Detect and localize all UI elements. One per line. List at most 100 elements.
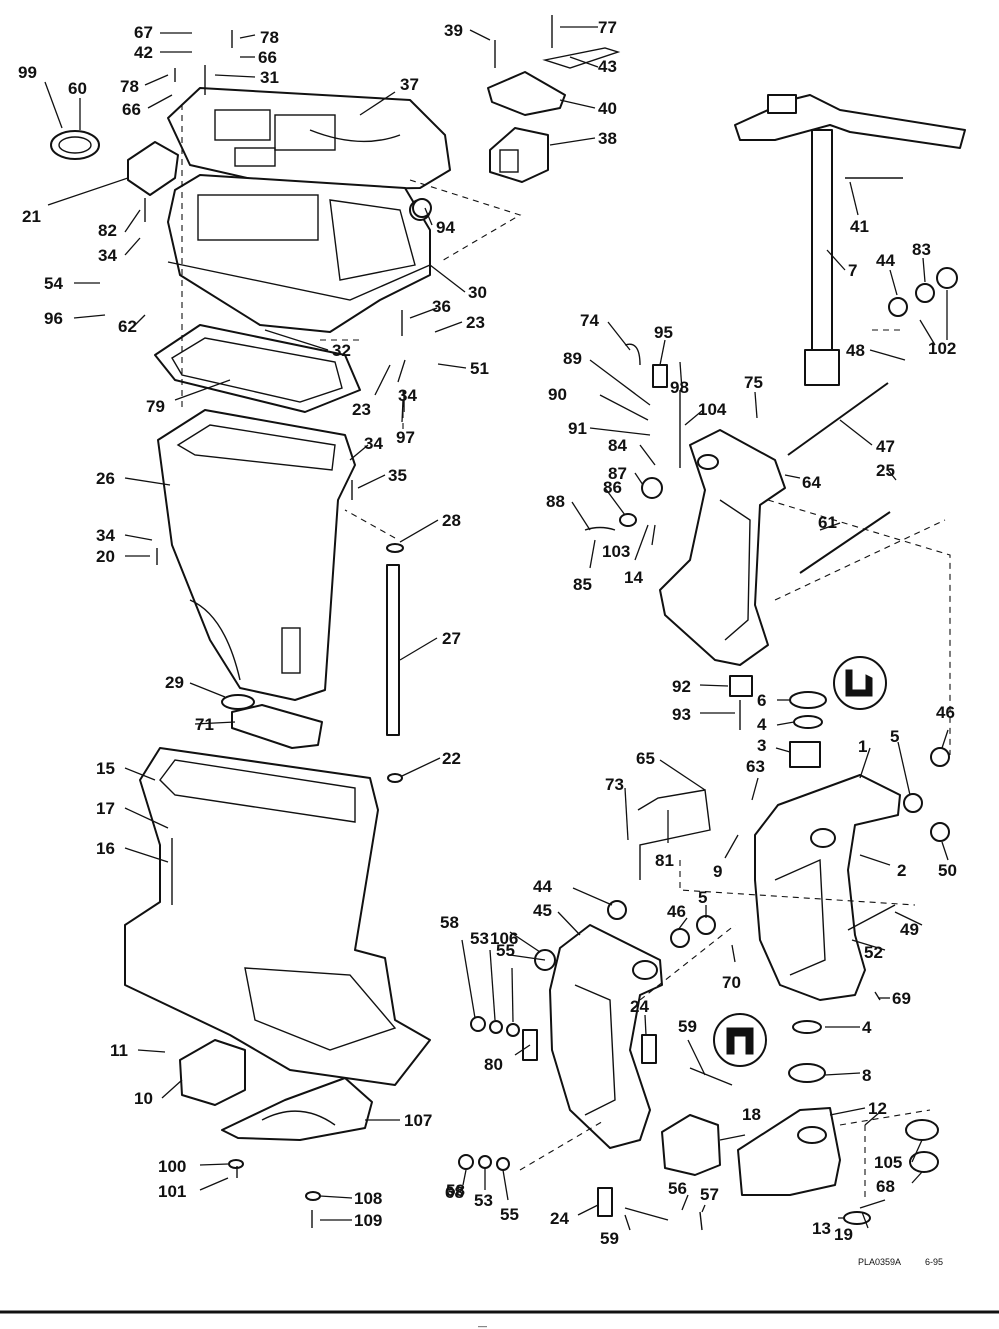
- callout-label: 22: [442, 749, 461, 768]
- plate-107: [221, 1077, 373, 1141]
- stern-bracket-1: [754, 774, 901, 1001]
- adapter-gasket-37: [167, 87, 451, 191]
- callout-label: 65: [636, 749, 655, 768]
- callout-label: 59: [678, 1017, 697, 1036]
- callout-label: 96: [44, 309, 63, 328]
- small-hardware: [228, 198, 958, 1225]
- callout-label: 87: [608, 464, 627, 483]
- callout-label: 55: [496, 941, 515, 960]
- callout-label: 19: [834, 1225, 853, 1244]
- callout-label: 4: [862, 1018, 872, 1037]
- callout-label: 73: [605, 775, 624, 794]
- swivel-bracket-64: [659, 429, 786, 666]
- callout-label: 8: [862, 1066, 871, 1085]
- callout-label: 20: [96, 547, 115, 566]
- callout-label: 68: [876, 1177, 895, 1196]
- callout-label: 21: [22, 207, 41, 226]
- callout-label: 92: [672, 677, 691, 696]
- callout-label: 1: [858, 737, 867, 756]
- callout-label: 27: [442, 629, 461, 648]
- callout-label: 104: [698, 400, 727, 419]
- callout-label: 50: [938, 861, 957, 880]
- callout-label: 109: [354, 1211, 382, 1230]
- callout-label: 68: [445, 1183, 464, 1202]
- callout-label: 45: [533, 901, 552, 920]
- callout-label: 58: [440, 913, 459, 932]
- callout-label: 3: [757, 736, 766, 755]
- callout-label: 14: [624, 568, 643, 587]
- callout-label: 71: [195, 715, 214, 734]
- callout-label: 66: [122, 100, 141, 119]
- callout-label: 60: [68, 79, 87, 98]
- date-code: 6-95: [925, 1257, 943, 1267]
- callout-label: 89: [563, 349, 582, 368]
- callout-label: 98: [670, 378, 689, 397]
- callout-label: 39: [444, 21, 463, 40]
- callout-label: 4: [757, 715, 767, 734]
- callout-label: 42: [134, 43, 153, 62]
- callout-label: 35: [388, 466, 407, 485]
- callout-label: 31: [260, 68, 279, 87]
- callout-label: 34: [98, 246, 117, 265]
- callout-label: 55: [500, 1205, 519, 1224]
- callout-label: 9: [713, 862, 722, 881]
- bolts: [144, 15, 903, 1231]
- callout-label: 52: [864, 943, 883, 962]
- callout-label: 53: [470, 929, 489, 948]
- bolt-61: [799, 511, 891, 574]
- callout-label: 67: [134, 23, 153, 42]
- callout-label: 75: [744, 373, 763, 392]
- callout-label: 30: [468, 283, 487, 302]
- callout-label: 6: [757, 691, 766, 710]
- callout-label: 78: [120, 77, 139, 96]
- callout-label: 74: [580, 311, 599, 330]
- callout-label: 23: [466, 313, 485, 332]
- callout-label: 84: [608, 436, 627, 455]
- callout-label: 105: [874, 1153, 902, 1172]
- callout-label: 46: [667, 902, 686, 921]
- callout-label: 29: [165, 673, 184, 692]
- gasket-79: [154, 324, 361, 413]
- callout-label: 10: [134, 1089, 153, 1108]
- water-tube-27: [386, 543, 404, 783]
- callout-label: 48: [846, 341, 865, 360]
- callout-label: 80: [484, 1055, 503, 1074]
- module-38: [489, 127, 549, 183]
- callout-label: 5: [890, 727, 899, 746]
- callout-label: 23: [352, 400, 371, 419]
- callout-label: 62: [118, 317, 137, 336]
- callout-label: 47: [876, 437, 895, 456]
- callout-label: 78: [260, 28, 279, 47]
- callout-label: 13: [812, 1219, 831, 1238]
- callout-label: 86: [603, 478, 622, 497]
- callout-label: 59: [600, 1229, 619, 1248]
- callout-label: 85: [573, 575, 592, 594]
- callout-label: 43: [598, 57, 617, 76]
- callout-label: 18: [742, 1105, 761, 1124]
- callout-label: 53: [474, 1191, 493, 1210]
- callout-label: 88: [546, 492, 565, 511]
- callout-label: 15: [96, 759, 115, 778]
- callout-label: 16: [96, 839, 115, 858]
- page-number-fragment: —: [478, 1321, 487, 1329]
- callout-label: 101: [158, 1182, 186, 1201]
- seal-21: [127, 141, 179, 196]
- callout-label: 40: [598, 99, 617, 118]
- callout-label: 38: [598, 129, 617, 148]
- callout-label: 49: [900, 920, 919, 939]
- bracket-40: [487, 71, 566, 116]
- callout-label: 57: [700, 1185, 719, 1204]
- callout-label: 37: [400, 75, 419, 94]
- callout-label: 100: [158, 1157, 186, 1176]
- stern-bracket-45: [549, 924, 663, 1149]
- midsection-15: [124, 747, 431, 1086]
- exhaust-adapter-30: [167, 174, 431, 333]
- steering-arm-7: [734, 94, 966, 386]
- callout-label: 82: [98, 221, 117, 240]
- gasket-60: [50, 130, 100, 160]
- callout-label: 44: [533, 877, 552, 896]
- callout-label: 61: [818, 513, 837, 532]
- callout-label: 95: [654, 323, 673, 342]
- assembly-dashed-lines: [181, 104, 951, 1200]
